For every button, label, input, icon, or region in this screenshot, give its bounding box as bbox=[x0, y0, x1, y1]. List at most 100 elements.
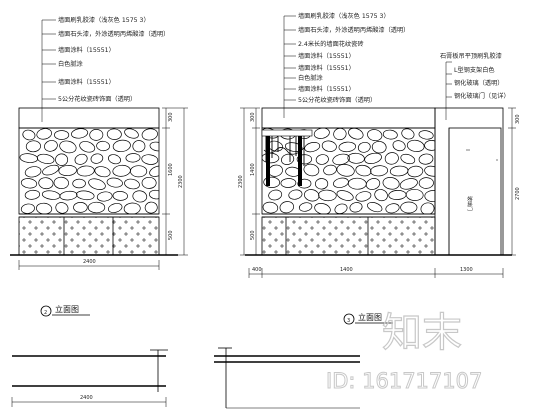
stone bbox=[315, 154, 329, 165]
middle-elevation-tag: 3 立面图 bbox=[343, 312, 393, 325]
stone bbox=[44, 140, 58, 152]
left-elevation-title: 立面图 bbox=[55, 304, 79, 314]
middle-elevation: 墙面刷乳胶漆（浅灰色 1575 3） 墙面石头漆，外涂透明丙烯酸漆（透明） 2.… bbox=[238, 12, 521, 325]
middle-stone-pattern bbox=[262, 128, 435, 214]
bottom-left-section: 2400 bbox=[11, 349, 168, 407]
middle-dimensions: 300 1400 500 2300 400 1400 1300 300 2700 bbox=[238, 107, 521, 278]
stone bbox=[22, 129, 36, 141]
stone bbox=[418, 177, 434, 189]
stone bbox=[313, 128, 330, 139]
stone bbox=[19, 153, 39, 163]
stone bbox=[355, 191, 372, 202]
left-notes: 墙面刷乳胶漆（浅灰色 1575 3） 墙面石头漆，外涂透明丙烯酸漆（透明） 墙面… bbox=[58, 16, 169, 103]
left-leaders bbox=[41, 19, 56, 122]
middle-elevation-number: 3 bbox=[347, 318, 350, 324]
left-dim-low: 500 bbox=[168, 230, 174, 240]
stone bbox=[20, 203, 35, 214]
stone bbox=[42, 164, 60, 176]
left-note-3: 墙面涂料（15551） bbox=[58, 46, 115, 54]
stone bbox=[72, 178, 86, 189]
left-elevation: 墙面刷乳胶漆（浅灰色 1575 3） 墙面石头漆，外涂透明丙烯酸漆（透明） 墙面… bbox=[10, 16, 188, 317]
right-note-1: 石膏板吊平顶刷乳胶漆 bbox=[440, 52, 502, 60]
middle-dim-right-total: 2700 bbox=[515, 187, 521, 200]
stone bbox=[334, 203, 348, 214]
stone bbox=[112, 191, 128, 201]
watermark: 知末 ID: 161717107 bbox=[326, 309, 483, 393]
left-tile-panel bbox=[18, 216, 160, 256]
stone bbox=[304, 189, 320, 202]
stone bbox=[365, 178, 381, 190]
stone bbox=[400, 201, 418, 214]
stone bbox=[389, 165, 409, 177]
left-dimensions: 300 1600 500 2300 2400 bbox=[18, 107, 188, 270]
middle-stone-wall bbox=[261, 127, 436, 215]
stone bbox=[384, 152, 399, 165]
middle-dim-top: 300 bbox=[250, 112, 256, 122]
middle-ceiling-band bbox=[261, 107, 436, 129]
stone bbox=[94, 166, 111, 178]
stone bbox=[58, 165, 77, 176]
stone bbox=[130, 165, 148, 178]
middle-note-7: 墙面涂料（15551） bbox=[298, 85, 355, 93]
right-leaders bbox=[445, 61, 452, 120]
stone bbox=[106, 128, 122, 140]
stone bbox=[347, 177, 367, 190]
stone bbox=[400, 153, 416, 165]
stone bbox=[108, 154, 121, 165]
stone bbox=[284, 142, 303, 152]
stone bbox=[418, 153, 434, 165]
left-note-2: 墙面石头漆，外涂透明丙烯酸漆（透明） bbox=[58, 30, 169, 38]
stone bbox=[59, 140, 77, 154]
middle-note-5: 墙面涂料（15551） bbox=[298, 64, 355, 72]
middle-dim-mid: 1400 bbox=[250, 163, 256, 176]
stone bbox=[385, 203, 400, 214]
glass-door: 玻璃门 bbox=[434, 107, 504, 256]
stone bbox=[401, 128, 415, 140]
stone bbox=[36, 153, 55, 164]
middle-dim-total: 2300 bbox=[238, 175, 244, 188]
stone bbox=[288, 189, 303, 200]
middle-dim-width-c: 1300 bbox=[460, 267, 473, 273]
stone bbox=[336, 164, 355, 177]
stone bbox=[90, 153, 104, 164]
stone bbox=[144, 201, 158, 214]
bottom-middle-section bbox=[214, 347, 360, 409]
stone bbox=[112, 139, 131, 153]
middle-tile-panel bbox=[261, 216, 436, 256]
stone bbox=[106, 177, 123, 188]
left-dim-top: 300 bbox=[168, 112, 174, 122]
stone bbox=[36, 128, 52, 140]
middle-note-6: 白色腻涂 bbox=[298, 74, 323, 82]
middle-note-4: 墙面涂料（15551） bbox=[298, 52, 355, 60]
middle-leaders bbox=[283, 15, 296, 118]
stone bbox=[148, 189, 159, 200]
left-ceiling-band bbox=[18, 107, 160, 129]
stone bbox=[357, 141, 371, 153]
stone bbox=[25, 140, 41, 153]
stone bbox=[370, 165, 389, 177]
stone bbox=[141, 154, 159, 165]
stone bbox=[41, 190, 61, 200]
stone bbox=[38, 177, 54, 190]
stone bbox=[424, 140, 435, 151]
stone bbox=[281, 153, 295, 165]
left-dim-total: 2300 bbox=[178, 175, 184, 188]
stone bbox=[125, 153, 141, 163]
right-note-4: 钢化玻璃门（见详） bbox=[454, 92, 510, 100]
stone bbox=[149, 165, 159, 177]
stone bbox=[399, 178, 418, 190]
stone bbox=[74, 153, 88, 165]
left-dim-mid: 1600 bbox=[168, 163, 174, 176]
right-note-2: L型钢支架白色 bbox=[454, 66, 495, 74]
stone bbox=[141, 128, 158, 141]
stone bbox=[20, 178, 38, 189]
stone bbox=[348, 128, 364, 140]
stone bbox=[382, 129, 398, 140]
stone bbox=[141, 176, 157, 189]
stone bbox=[89, 129, 104, 141]
stone bbox=[392, 140, 406, 152]
stone bbox=[336, 190, 354, 201]
stone bbox=[87, 201, 106, 214]
stone bbox=[333, 177, 349, 188]
stone bbox=[367, 202, 383, 213]
